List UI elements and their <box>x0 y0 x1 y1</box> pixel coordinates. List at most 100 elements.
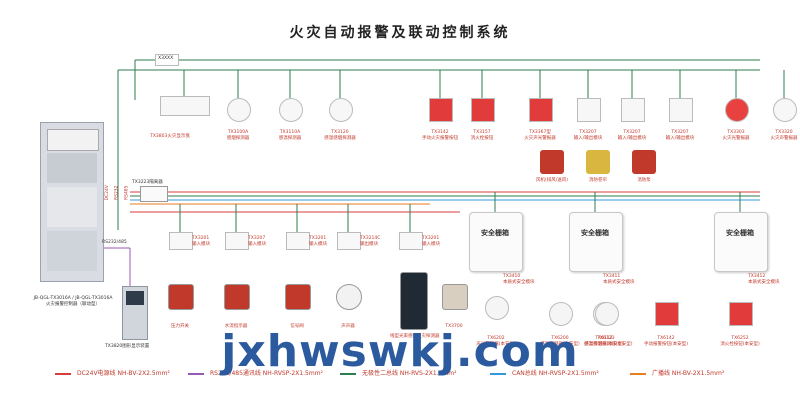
linked-equipment-label-0: 风机(排风/送风) <box>535 178 569 183</box>
linked-equipment-2[interactable] <box>632 150 656 174</box>
safety-box-label-1: 安全栅箱 <box>581 229 609 237</box>
ex-device-0[interactable] <box>485 296 509 320</box>
ex-device-name-5: 消火栓按钮(本安型) <box>720 342 760 347</box>
top-device-model-9: TX3207 <box>671 130 689 135</box>
legend-item-4: 广播线 NH-BV-2X1.5mm² <box>630 368 724 377</box>
panel-label-2: 火灾报警控制器（联动型） <box>46 302 100 307</box>
vlabel-rs232: RS232 <box>114 185 120 201</box>
top-device-name-8: 输入/输出模块 <box>617 136 647 141</box>
top-device-model-1: TX3100A <box>227 130 249 135</box>
ex-device-4[interactable] <box>655 302 679 326</box>
vlabel-rs485: RS485 <box>124 185 130 201</box>
top-device-model-7: TX3207 <box>579 130 597 135</box>
top-device-name-7: 输入/输出模块 <box>573 136 603 141</box>
safety-box-label-2: 安全栅箱 <box>726 229 754 237</box>
lower-device-name-1: 输入模块 <box>248 242 266 247</box>
ex-device-model-3: TX6123 <box>597 336 615 341</box>
safety-box-1[interactable] <box>569 212 623 272</box>
bus-label: RS232/485 <box>102 240 127 245</box>
repeater-label: TX3223隔离器 <box>132 180 163 185</box>
diagram-title: 火灾自动报警及联动控制系统 <box>289 25 511 41</box>
top-device-4[interactable] <box>429 98 453 122</box>
ex-device-1[interactable] <box>549 302 573 326</box>
legend-swatch-0 <box>55 372 71 375</box>
safety-module-name-2: 本质式安全模块 <box>748 280 780 285</box>
lower-device-model-1: TX3207 <box>248 236 266 241</box>
safety-box-label-0: 安全栅箱 <box>481 229 509 237</box>
lower-device-model-0: TX3201 <box>192 236 210 241</box>
lower-device-4[interactable] <box>399 232 423 250</box>
lower-equipment-5[interactable] <box>442 284 468 310</box>
lower-equipment-1[interactable] <box>224 284 250 310</box>
ex-device-name-0: 声光警报器(本安型) <box>476 342 516 347</box>
linked-equipment-label-1: 消防卷帘 <box>589 178 607 183</box>
lower-equipment-label-3: 声声器 <box>341 324 355 329</box>
lower-device-3[interactable] <box>337 232 361 250</box>
legend-swatch-2 <box>340 372 356 375</box>
top-device-0[interactable] <box>160 96 210 116</box>
top-device-1[interactable] <box>227 98 251 122</box>
legend-item-1: RS232/485通讯线 NH-RVSP-2X1.5mm² <box>188 368 323 377</box>
lower-equipment-label-0: 压力开关 <box>171 324 189 329</box>
top-device-5[interactable] <box>471 98 495 122</box>
ex-device-model-5: TX6252 <box>731 336 749 341</box>
linked-equipment-0[interactable] <box>540 150 564 174</box>
lower-equipment-label-2: 信号阀 <box>290 324 304 329</box>
top-device-3[interactable] <box>329 98 353 122</box>
safety-box-2[interactable] <box>714 212 768 272</box>
legend-label-4: 广播线 NH-BV-2X1.5mm² <box>652 370 725 377</box>
top-device-model-10: TX3303 <box>727 130 745 135</box>
top-device-model-3: TX3120 <box>331 130 349 135</box>
ex-device-model-0: TX6202 <box>487 336 505 341</box>
top-device-9[interactable] <box>669 98 693 122</box>
safety-module-model-0: TX3410 <box>503 274 521 279</box>
lower-device-1[interactable] <box>225 232 249 250</box>
top-device-8[interactable] <box>621 98 645 122</box>
legend-item-2: 无极性二总线 NH-RVS-2X1.5mm² <box>340 368 457 377</box>
ex-device-name-1: 感温探测器(本安型) <box>540 342 580 347</box>
lower-device-name-4: 输入模块 <box>422 242 440 247</box>
graphic-display-monitor[interactable] <box>122 286 148 340</box>
watermark-text: jxhwswkj.com <box>221 326 579 377</box>
lower-device-name-0: 输入模块 <box>192 242 210 247</box>
lower-equipment-2[interactable] <box>285 284 311 310</box>
ex-device-5[interactable] <box>729 302 753 326</box>
legend-swatch-3 <box>490 372 506 375</box>
lower-equipment-4[interactable] <box>400 272 428 330</box>
top-device-7[interactable] <box>577 98 601 122</box>
lower-device-name-3: 输出模块 <box>360 242 378 247</box>
safety-box-0[interactable] <box>469 212 523 272</box>
top-device-2[interactable] <box>279 98 303 122</box>
top-device-name-3: 感温感烟探测器 <box>324 136 356 141</box>
top-device-11[interactable] <box>773 98 797 122</box>
lower-device-model-4: TX3201 <box>422 236 440 241</box>
ex-device-3[interactable] <box>595 302 619 326</box>
top-module <box>155 54 179 66</box>
legend-item-3: CAN总线 NH-RVSP-2X1.5mm² <box>490 368 599 377</box>
lower-device-0[interactable] <box>169 232 193 250</box>
safety-module-name-1: 本质式安全模块 <box>603 280 635 285</box>
top-device-name-10: 火灾光警报器 <box>722 136 750 141</box>
lower-equipment-0[interactable] <box>168 284 194 310</box>
lower-equipment-3[interactable] <box>336 284 362 310</box>
top-device-model-11: TX3320 <box>775 130 793 135</box>
ex-device-name-2: 感温探测器(本安型) <box>584 342 624 347</box>
legend-item-0: DC24V电源线 NH-BV-2X2.5mm² <box>55 368 170 377</box>
safety-module-model-2: TX3412 <box>748 274 766 279</box>
linked-equipment-1[interactable] <box>586 150 610 174</box>
legend-label-2: 无极性二总线 NH-RVS-2X1.5mm² <box>362 370 457 377</box>
lower-device-2[interactable] <box>286 232 310 250</box>
legend-swatch-1 <box>188 372 204 375</box>
top-device-10[interactable] <box>725 98 749 122</box>
lower-equipment-label-1: 水流指示器 <box>224 324 248 329</box>
ex-device-model-1: TX6200 <box>551 336 569 341</box>
safety-module-model-1: TX3411 <box>603 274 621 279</box>
ex-device-model-2: TX6112 <box>595 336 613 341</box>
fire-alarm-panel[interactable] <box>40 122 104 282</box>
lower-device-name-2: 输入模块 <box>309 242 327 247</box>
top-device-6[interactable] <box>529 98 553 122</box>
linked-equipment-label-2: 消防泵 <box>637 178 651 183</box>
lower-equipment-label-5: TX3700 <box>445 324 463 329</box>
ex-device-name-4: 手动报警按钮(本安型) <box>644 342 689 347</box>
